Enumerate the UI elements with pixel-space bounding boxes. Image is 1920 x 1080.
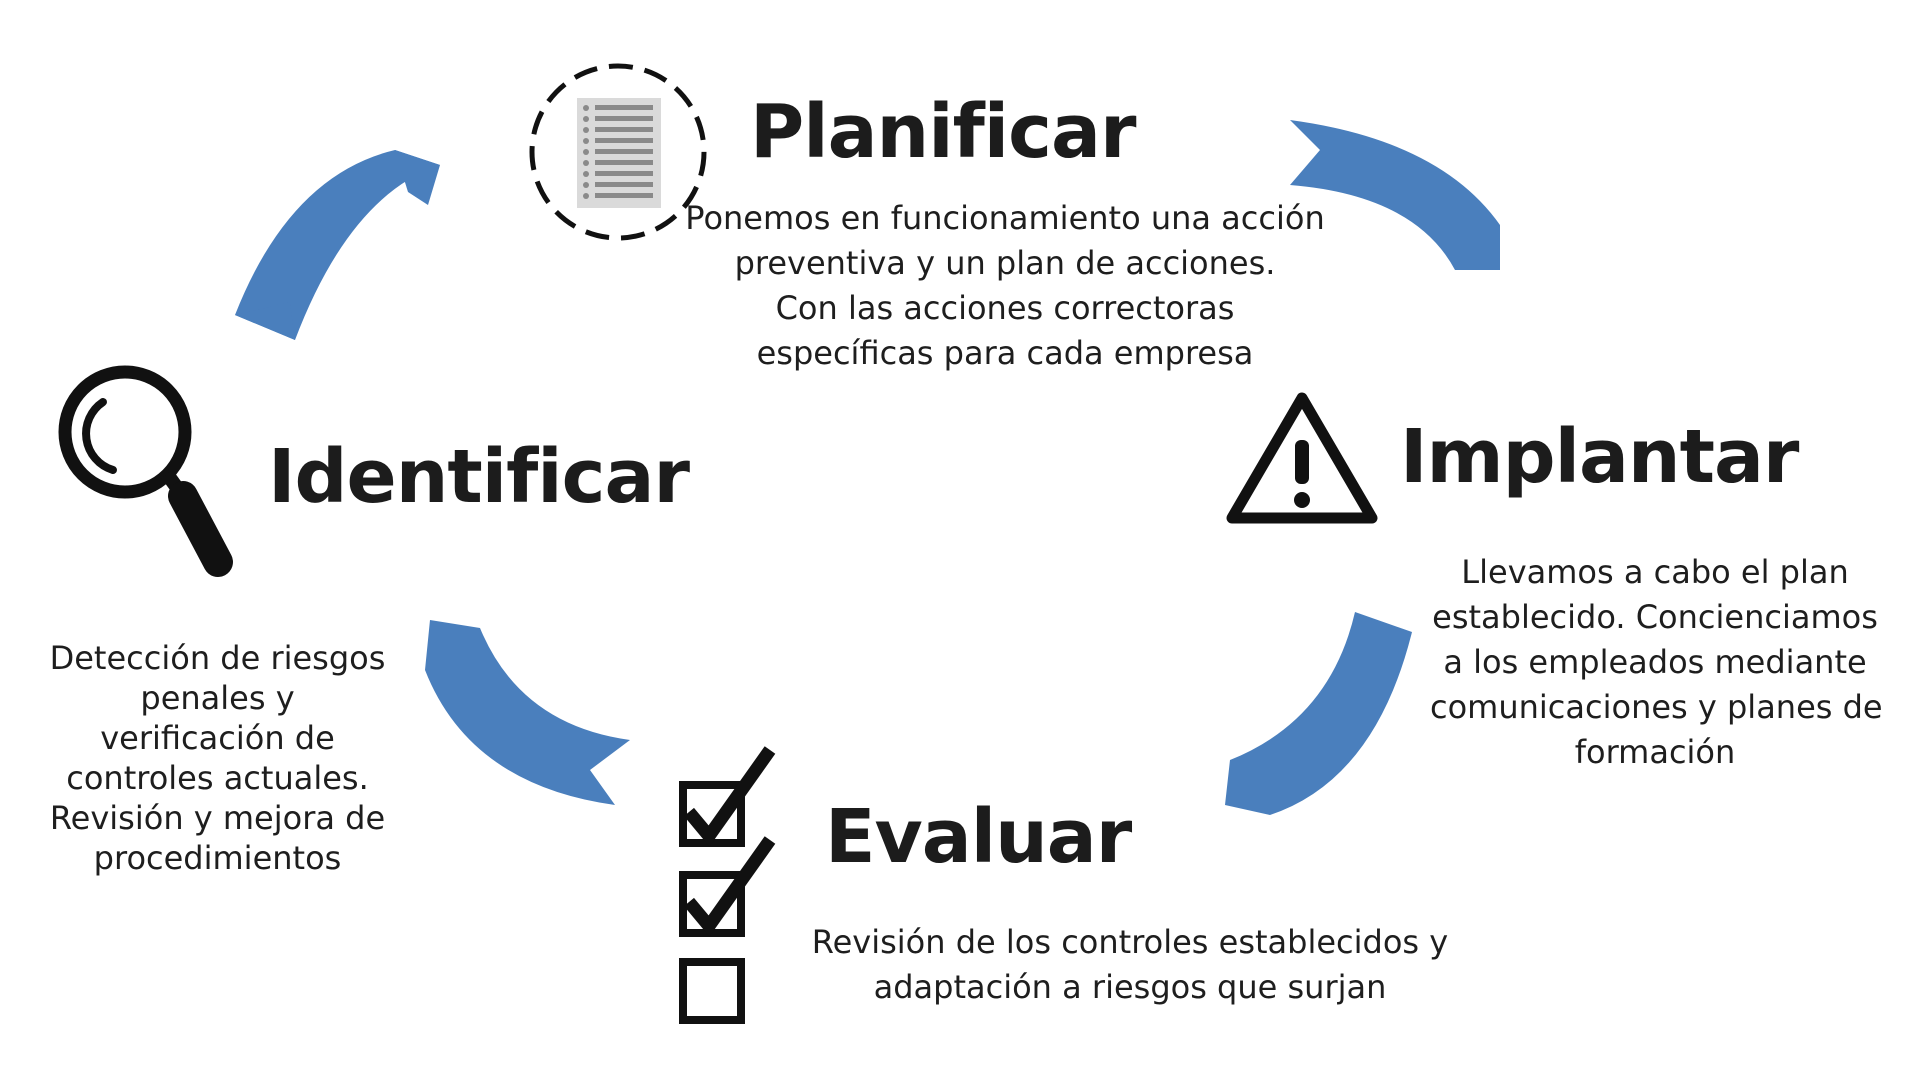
description-line: específicas para cada empresa	[756, 334, 1254, 372]
description-line: controles actuales.	[66, 759, 369, 797]
checklist-icon	[675, 740, 785, 1030]
arrow-planificar-to-implantar	[1290, 120, 1500, 270]
description-line: procedimientos	[93, 839, 342, 877]
arrow-identificar-to-planificar	[235, 150, 440, 340]
description-line: Ponemos en funcionamiento una acción	[685, 199, 1325, 237]
stage-description-implantar: Llevamos a cabo el plan establecido. Con…	[1430, 550, 1883, 775]
description-line: Revisión y mejora de	[49, 799, 386, 837]
description-line: penales y	[140, 679, 295, 717]
description-line: Llevamos a cabo el plan	[1461, 553, 1849, 591]
description-line: Revisión de los controles establecidos y	[811, 923, 1449, 961]
stage-title-evaluar: Evaluar	[825, 794, 1132, 880]
arrow-identificar-to-planificar-tail	[235, 302, 295, 340]
document-icon	[528, 62, 708, 242]
stage-description-planificar: Ponemos en funcionamiento una acción pre…	[680, 196, 1330, 376]
description-line: comunicaciones y planes de	[1430, 688, 1883, 726]
stage-description-identificar: Detección de riesgos penales y verificac…	[45, 638, 390, 878]
description-line: Detección de riesgos	[49, 639, 386, 677]
description-line: preventiva y un plan de acciones.	[734, 244, 1276, 282]
magnifier-icon	[55, 362, 240, 587]
stage-description-evaluar: Revisión de los controles establecidos y…	[810, 920, 1450, 1010]
description-line: a los empleados mediante	[1443, 643, 1867, 681]
description-line: Con las acciones correctoras	[775, 289, 1235, 327]
stage-title-implantar: Implantar	[1400, 414, 1799, 500]
arrow-identificar-to-planificar-head	[395, 150, 440, 205]
description-line: adaptación a riesgos que surjan	[873, 968, 1387, 1006]
description-line: establecido. Concienciamos	[1432, 598, 1878, 636]
stage-title-identificar: Identificar	[268, 434, 690, 520]
description-line: formación	[1574, 733, 1736, 771]
warning-icon	[1222, 390, 1382, 530]
description-line: verificación de	[100, 719, 335, 757]
stage-title-planificar: Planificar	[750, 89, 1136, 175]
arrow-evaluar-to-identificar	[425, 620, 630, 805]
arrow-implantar-to-evaluar	[1225, 612, 1412, 815]
